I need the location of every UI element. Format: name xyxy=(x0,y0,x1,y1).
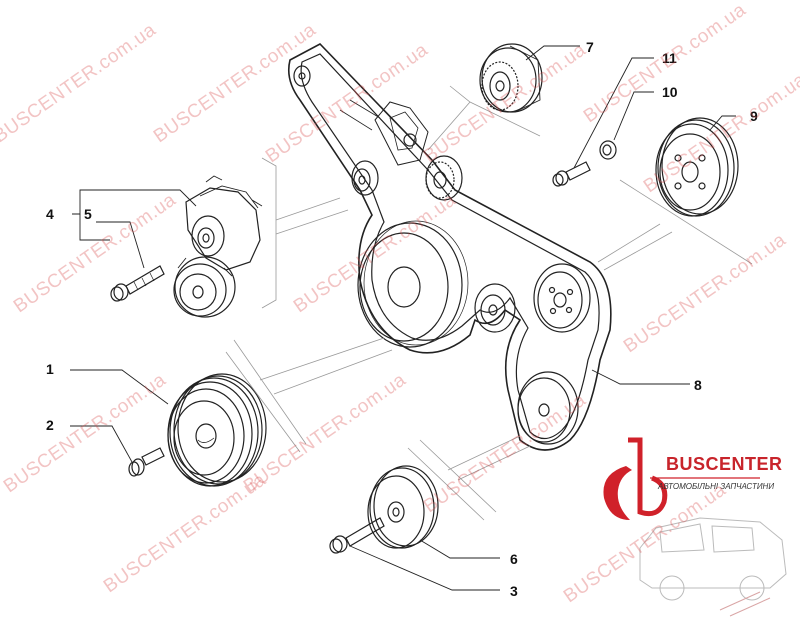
belt-water-pump-pulley xyxy=(533,263,591,333)
callout-10: 10 xyxy=(662,84,678,100)
belt-crank-pulley xyxy=(357,220,469,348)
belt-idler-pulley-bottom xyxy=(517,371,579,445)
callout-9: 9 xyxy=(750,108,758,124)
callout-4: 4 xyxy=(46,206,54,222)
callout-11: 11 xyxy=(662,50,677,66)
serpentine-belt xyxy=(287,43,612,451)
explode-guide-lines xyxy=(225,85,753,521)
tensioner-bolt xyxy=(110,265,165,302)
belt-tensioner-pulley-left xyxy=(351,160,379,196)
logo-brand: BUSCENTER xyxy=(666,454,783,474)
crankshaft-pulley xyxy=(167,373,267,487)
callout-8: 8 xyxy=(694,377,702,393)
crank-pulley-bolt xyxy=(128,447,165,477)
water-pump-pulley xyxy=(655,117,739,217)
leader-lines xyxy=(70,45,736,591)
callout-7: 7 xyxy=(586,39,594,55)
logo-tagline: АВТОМОБІЛЬНІ ЗАПЧАСТИНИ xyxy=(658,482,775,491)
water-pump-pulley-bolt xyxy=(552,161,591,187)
washer xyxy=(599,140,617,160)
buscenter-logo xyxy=(603,437,787,617)
toothed-idler-pulley xyxy=(479,43,543,113)
callout-2: 2 xyxy=(46,417,54,433)
idler-pulley-bolt xyxy=(329,517,385,554)
callout-3: 3 xyxy=(510,583,518,599)
belt-idler-pulley-top xyxy=(425,155,463,201)
belt-idler-pulley-middle xyxy=(474,283,516,333)
belt-tensioner-assembly xyxy=(173,175,263,318)
callout-6: 6 xyxy=(510,551,518,567)
callout-5: 5 xyxy=(84,206,92,222)
callout-1: 1 xyxy=(46,361,54,377)
idler-pulley xyxy=(367,465,439,549)
